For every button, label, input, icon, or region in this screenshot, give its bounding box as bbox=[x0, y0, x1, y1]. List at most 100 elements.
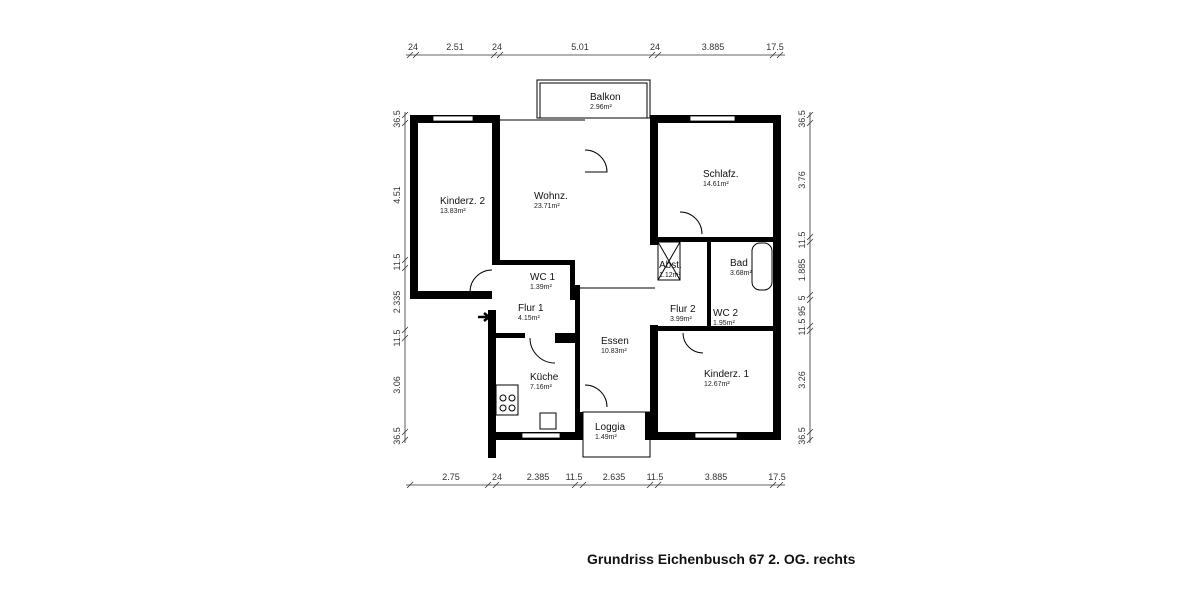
room-area: 10.83m² bbox=[601, 348, 627, 355]
dimension-label: 2.335 bbox=[392, 291, 402, 314]
dimension-tick bbox=[401, 436, 409, 444]
dimension-label: 2.51 bbox=[446, 42, 464, 52]
dimension-tick bbox=[806, 296, 814, 304]
room-name: WC 2 bbox=[713, 308, 738, 319]
dimension-tick bbox=[401, 326, 409, 334]
thin-lines bbox=[469, 79, 773, 458]
room-name: Abst. bbox=[659, 260, 682, 271]
dimension-tick bbox=[776, 481, 784, 489]
dimension-label: 2.75 bbox=[442, 472, 460, 482]
dimension-tick bbox=[776, 51, 784, 59]
dimension-lines bbox=[404, 54, 811, 486]
dimension-tick bbox=[401, 428, 409, 436]
room-name: Flur 2 bbox=[670, 304, 696, 315]
dimension-label: 3.885 bbox=[702, 42, 725, 52]
dimension-tick bbox=[806, 327, 814, 335]
dimension-label: 3.885 bbox=[705, 472, 728, 482]
room-area: 3.68m² bbox=[730, 270, 752, 277]
room-area: 1.12m² bbox=[659, 272, 681, 279]
plan-title: Grundriss Eichenbusch 67 2. OG. rechts bbox=[587, 551, 856, 567]
room-area: 1.49m² bbox=[595, 434, 617, 441]
room-name: Küche bbox=[530, 372, 559, 383]
dimension-tick bbox=[769, 51, 777, 59]
dimension-label: 11.5 bbox=[797, 319, 807, 336]
dimension-label: 24 bbox=[492, 472, 502, 482]
dimension-label: 95 bbox=[797, 306, 807, 316]
dimension-label: 11.5 bbox=[392, 254, 402, 271]
room-name: Schlafz. bbox=[703, 169, 739, 180]
room-name: Kinderz. 1 bbox=[704, 369, 749, 380]
entrance-arrow-icon bbox=[478, 312, 492, 322]
dimension-tick bbox=[401, 119, 409, 127]
dimension-label: 36.5 bbox=[392, 110, 402, 128]
room-name: Flur 1 bbox=[518, 303, 544, 314]
room-area: 23.71m² bbox=[534, 203, 560, 210]
dimension-label: 11.5 bbox=[647, 472, 664, 482]
dimension-tick bbox=[806, 233, 814, 241]
dimension-tick bbox=[654, 481, 662, 489]
room-name: Wohnz. bbox=[534, 191, 568, 202]
dimension-tick bbox=[496, 51, 504, 59]
room-name: Essen bbox=[601, 336, 629, 347]
dimension-tick bbox=[769, 481, 777, 489]
dimension-tick bbox=[806, 436, 814, 444]
room-area: 1.39m² bbox=[530, 284, 552, 291]
dimension-tick bbox=[401, 111, 409, 119]
dimension-tick bbox=[401, 334, 409, 342]
dimension-tick bbox=[646, 481, 654, 489]
dimension-label: 3.06 bbox=[392, 376, 402, 394]
room-area: 12.67m² bbox=[704, 381, 730, 388]
dimension-tick bbox=[806, 238, 814, 246]
dimension-tick bbox=[806, 428, 814, 436]
dimension-label: 2.385 bbox=[527, 472, 550, 482]
room-area: 2.96m² bbox=[590, 104, 612, 111]
dimension-label: 24 bbox=[650, 42, 660, 52]
room-area: 13.83m² bbox=[440, 208, 466, 215]
room-name: WC 1 bbox=[530, 272, 555, 283]
dimension-label: 3.76 bbox=[797, 171, 807, 189]
dimension-tick bbox=[484, 481, 492, 489]
room-area: 3.99m² bbox=[670, 316, 692, 323]
dimension-tick bbox=[806, 119, 814, 127]
dimension-label: 36.5 bbox=[392, 427, 402, 445]
dimension-tick bbox=[648, 51, 656, 59]
room-area: 14.61m² bbox=[703, 181, 729, 188]
dimension-label: 2.635 bbox=[603, 472, 626, 482]
dimension-label: 5.01 bbox=[571, 42, 589, 52]
dimension-label: 11.5 bbox=[392, 330, 402, 347]
dimension-tick bbox=[571, 481, 579, 489]
walls bbox=[410, 115, 781, 458]
room-name: Balkon bbox=[590, 92, 621, 103]
dimension-label: 36.5 bbox=[797, 427, 807, 445]
dimension-label: 17.5 bbox=[766, 42, 784, 52]
dimension-tick bbox=[406, 51, 414, 59]
dimension-tick bbox=[806, 291, 814, 299]
dimension-tick bbox=[490, 51, 498, 59]
room-area: 4.15m² bbox=[518, 315, 540, 322]
dimension-tick bbox=[406, 481, 414, 489]
dimension-tick bbox=[401, 256, 409, 264]
windows bbox=[432, 115, 738, 439]
dimension-tick bbox=[579, 481, 587, 489]
room-name: Loggia bbox=[595, 422, 625, 433]
dimension-label: 5 bbox=[797, 295, 807, 300]
room-area: 1.95m² bbox=[713, 320, 735, 327]
dimension-label: 11.5 bbox=[797, 232, 807, 249]
dimension-label: 11.5 bbox=[566, 472, 583, 482]
dimension-tick bbox=[806, 322, 814, 330]
dimension-tick bbox=[806, 111, 814, 119]
dimension-label: 3.26 bbox=[797, 371, 807, 389]
dimension-label: 17.5 bbox=[768, 472, 786, 482]
room-area: 7.16m² bbox=[530, 384, 552, 391]
room-name: Kinderz. 2 bbox=[440, 196, 485, 207]
dimension-tick bbox=[654, 51, 662, 59]
dimension-label: 24 bbox=[492, 42, 502, 52]
dimension-label: 4.51 bbox=[392, 186, 402, 204]
dimension-tick bbox=[412, 51, 420, 59]
dimension-label: 1.885 bbox=[797, 259, 807, 282]
dimension-label: 36.5 bbox=[797, 110, 807, 128]
dimension-tick bbox=[401, 264, 409, 272]
room-name: Bad bbox=[730, 258, 748, 269]
dimension-label: 24 bbox=[408, 42, 418, 52]
